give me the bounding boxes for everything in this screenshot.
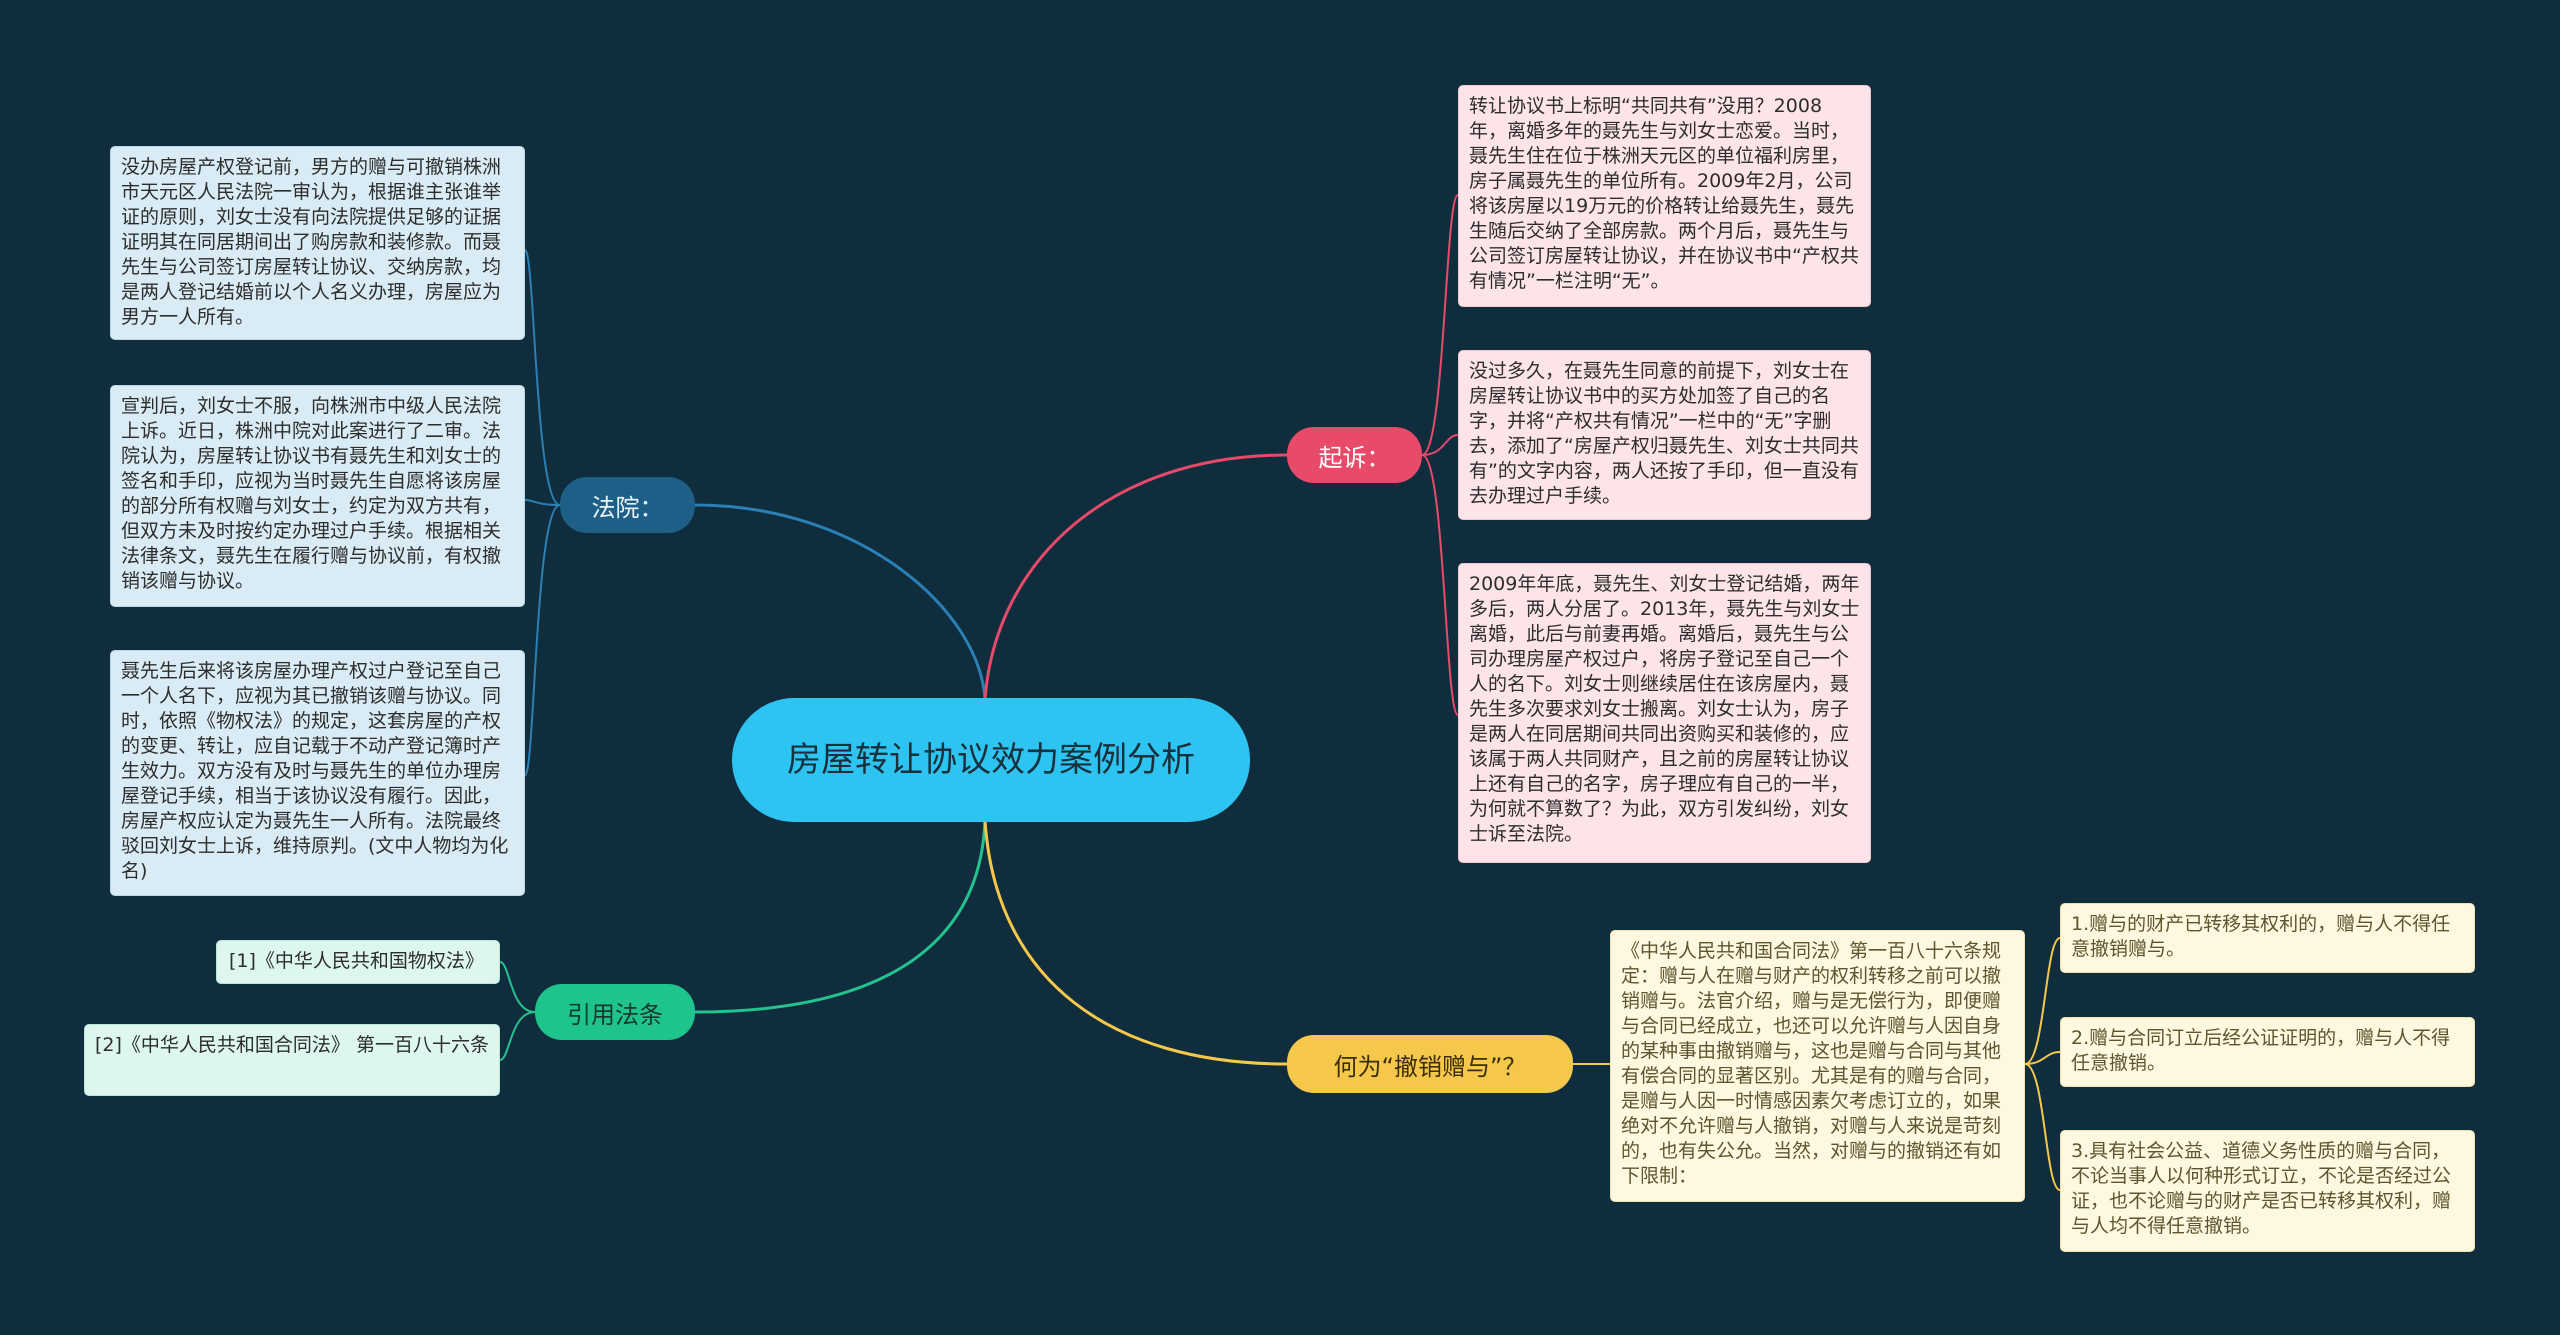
court-card-second-instance-text: 宣判后，刘女士不服，向株洲市中级人民法院上诉。近日，株洲中院对此案进行了二审。法… [121,395,502,592]
law-card-contract-law-text: [2]《中华人民共和国合同法》 第一百八十六条 [95,1034,489,1056]
edge-center-revoke [983,819,1288,1066]
edge-court-card3 [524,504,561,776]
revoke-item-transferred: 1.赠与的财产已转移其权利的，赠与人不得任意撤销赠与。 [2060,903,2475,973]
revoke-item-notarized: 2.赠与合同订立后经公证证明的，赠与人不得任意撤销。 [2060,1017,2475,1087]
central-topic[interactable]: 房屋转让协议效力案例分析 [732,698,1250,822]
branch-lawsuit-label: 起诉： [1318,443,1391,472]
edge-court-card1 [524,249,561,506]
edge-lawsuit-card2 [1421,434,1459,456]
court-card-first-instance: 没办房屋产权登记前，男方的赠与可撤销株洲市天元区人民法院一审认为，根据谁主张谁举… [110,146,525,340]
court-card-ruling-text: 聂先生后来将该房屋办理产权过户登记至自己一个人名下，应视为其已撤销该赠与协议。同… [121,660,509,882]
edge-lawsuit-card1 [1421,194,1459,456]
lawsuit-card-background: 转让协议书上标明“共同共有”没用？2008年，离婚多年的聂先生与刘女士恋爱。当时… [1458,85,1871,307]
law-card-contract-law: [2]《中华人民共和国合同法》 第一百八十六条 [84,1024,500,1096]
edge-law-card1 [499,961,536,1013]
branch-law-label: 引用法条 [567,1000,663,1029]
branch-revoke-label: 何为“撤销赠与”？ [1333,1052,1527,1081]
edge-center-court [694,503,987,701]
branch-court-label: 法院： [591,493,664,522]
lawsuit-card-background-text: 转让协议书上标明“共同共有”没用？2008年，离婚多年的聂先生与刘女士恋爱。当时… [1469,95,1859,292]
branch-law[interactable]: 引用法条 [535,984,695,1040]
edge-revoke-item3 [2024,1063,2061,1191]
edge-center-law [694,819,987,1014]
branch-revoke[interactable]: 何为“撤销赠与”？ [1287,1035,1573,1093]
edge-revoke-item1 [2024,937,2061,1065]
law-card-property-law-text: [1]《中华人民共和国物权法》 [229,950,484,972]
court-card-first-instance-text: 没办房屋产权登记前，男方的赠与可撤销株洲市天元区人民法院一审认为，根据谁主张谁举… [121,156,502,328]
revoke-item-notarized-text: 2.赠与合同订立后经公证证明的，赠与人不得任意撤销。 [2071,1027,2451,1074]
lawsuit-card-cosign: 没过多久，在聂先生同意的前提下，刘女士在房屋转让协议书中的买方处加签了自己的名字… [1458,350,1871,520]
edge-center-lawsuit [983,453,1288,701]
edge-law-card2 [499,1011,536,1061]
revoke-item-public-welfare: 3.具有社会公益、道德义务性质的赠与合同，不论当事人以何种形式订立，不论是否经过… [2060,1130,2475,1252]
branch-lawsuit[interactable]: 起诉： [1287,427,1422,483]
revoke-card-explanation: 《中华人民共和国合同法》第一百八十六条规定：赠与人在赠与财产的权利转移之前可以撤… [1610,930,2025,1202]
revoke-item-public-welfare-text: 3.具有社会公益、道德义务性质的赠与合同，不论当事人以何种形式订立，不论是否经过… [2071,1140,2452,1237]
edge-court-card2 [524,499,561,506]
court-card-second-instance: 宣判后，刘女士不服，向株洲市中级人民法院上诉。近日，株洲中院对此案进行了二审。法… [110,385,525,607]
central-topic-label: 房屋转让协议效力案例分析 [787,740,1195,780]
revoke-item-transferred-text: 1.赠与的财产已转移其权利的，赠与人不得任意撤销赠与。 [2071,913,2451,960]
lawsuit-card-dispute: 2009年年底，聂先生、刘女士登记结婚，两年多后，两人分居了。2013年，聂先生… [1458,563,1871,863]
branch-court[interactable]: 法院： [560,477,695,533]
edge-revoke-item2 [2024,1051,2061,1065]
law-card-property-law: [1]《中华人民共和国物权法》 [216,940,500,984]
edge-lawsuit-card3 [1421,454,1459,716]
lawsuit-card-dispute-text: 2009年年底，聂先生、刘女士登记结婚，两年多后，两人分居了。2013年，聂先生… [1469,573,1860,845]
lawsuit-card-cosign-text: 没过多久，在聂先生同意的前提下，刘女士在房屋转让协议书中的买方处加签了自己的名字… [1469,360,1859,507]
revoke-card-explanation-text: 《中华人民共和国合同法》第一百八十六条规定：赠与人在赠与财产的权利转移之前可以撤… [1621,940,2002,1187]
court-card-ruling: 聂先生后来将该房屋办理产权过户登记至自己一个人名下，应视为其已撤销该赠与协议。同… [110,650,525,896]
